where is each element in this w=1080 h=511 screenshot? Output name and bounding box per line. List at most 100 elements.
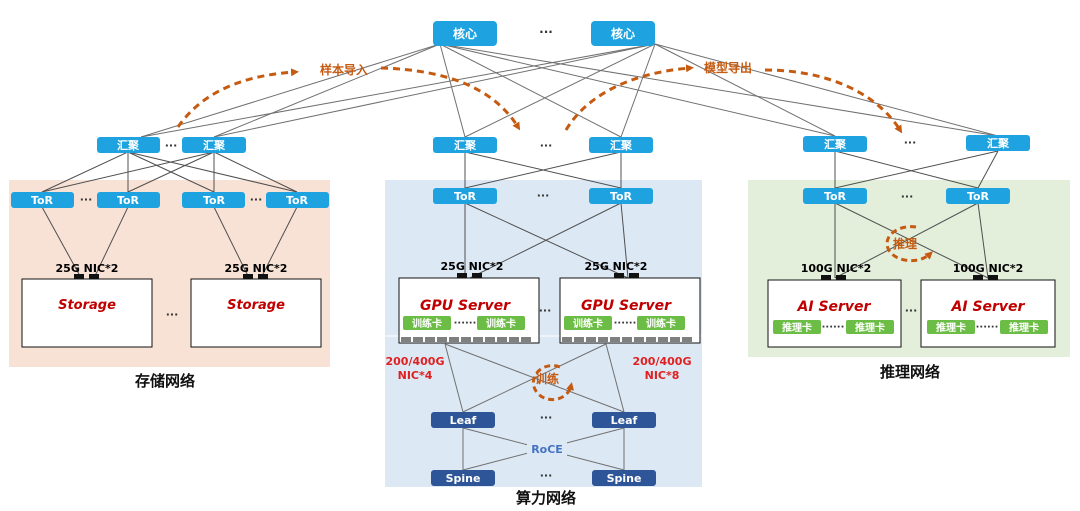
nic-port-icon bbox=[457, 273, 467, 278]
compute-tor-right bbox=[589, 188, 653, 204]
storage-tor-gap-1: ··· bbox=[80, 193, 93, 206]
import-arrow-left bbox=[176, 68, 299, 128]
nic-port-icon bbox=[74, 274, 84, 279]
inference-card-4 bbox=[1000, 320, 1048, 334]
inference-card-3-label: 推理卡 bbox=[936, 321, 966, 334]
compute-network-label: 算力网络 bbox=[516, 489, 576, 507]
ai-server-left bbox=[767, 279, 902, 348]
rdma-right-speed: 200/400G bbox=[633, 355, 692, 368]
spine-switch-right-label: Spine bbox=[607, 472, 642, 485]
inference-network: ToR ··· ToR 推理 100G NIC*2 100G NIC*2 AI … bbox=[767, 188, 1056, 381]
inference-card-3 bbox=[927, 320, 975, 334]
aggregation-switch-storage-left bbox=[97, 137, 160, 153]
aggregation-switch-inference-right bbox=[966, 135, 1030, 151]
aggregation-compute-gap: ··· bbox=[540, 139, 553, 152]
ai-server-gap: ··· bbox=[905, 304, 918, 317]
dashed-circular-arrow-icon bbox=[885, 225, 933, 263]
aggregation-storage-left-label: 汇聚 bbox=[117, 139, 140, 152]
storage-tor-1 bbox=[11, 192, 74, 208]
aggregation-switch-compute-left bbox=[433, 137, 497, 153]
inference-tor-right bbox=[946, 188, 1010, 204]
nic-port-icon bbox=[243, 274, 253, 279]
spine-switch-left bbox=[431, 470, 495, 486]
aggregation-inference-gap: ··· bbox=[904, 136, 917, 149]
leaf-gap: ··· bbox=[540, 411, 553, 424]
import-arrow-right bbox=[380, 66, 521, 131]
nic-port-icon bbox=[821, 275, 831, 280]
spine-gap: ··· bbox=[540, 469, 553, 482]
inference-card-gap-right: ······ bbox=[976, 322, 999, 333]
training-card-1 bbox=[403, 316, 451, 330]
gpu-server-left-title: GPU Server bbox=[420, 298, 511, 314]
storage-tor-4 bbox=[266, 192, 329, 208]
core-uplinks bbox=[140, 43, 999, 138]
inference-card-2-label: 推理卡 bbox=[855, 321, 885, 334]
inference-nic-right-label: 100G NIC*2 bbox=[953, 262, 1024, 275]
inference-tor-right-label: ToR bbox=[967, 190, 990, 203]
nic-port-icon bbox=[614, 273, 624, 278]
inference-network-label: 推理网络 bbox=[880, 363, 940, 381]
compute-nic-right-label: 25G NIC*2 bbox=[585, 260, 648, 273]
aggregation-switch-inference-left bbox=[803, 136, 867, 152]
storage-server-right bbox=[190, 278, 322, 348]
training-card-2-label: 训练卡 bbox=[486, 317, 516, 330]
leaf-switch-right-label: Leaf bbox=[611, 414, 638, 427]
storage-server-left bbox=[21, 278, 153, 348]
training-label: 训练 bbox=[535, 371, 559, 386]
storage-network: ToR ··· ToR ToR ··· ToR 25G NIC*2 25G NI… bbox=[11, 192, 329, 390]
storage-server-right-title: Storage bbox=[227, 298, 285, 313]
aggregation-storage-gap: ··· bbox=[165, 139, 178, 152]
nic-port-icon bbox=[988, 275, 998, 280]
nic-port-icon bbox=[89, 274, 99, 279]
training-card-1-label: 训练卡 bbox=[412, 317, 442, 330]
aggregation-compute-left-label: 汇聚 bbox=[454, 139, 477, 152]
storage-server-left-title: Storage bbox=[58, 298, 116, 313]
training-card-3-label: 训练卡 bbox=[573, 317, 603, 330]
core-gap: ··· bbox=[539, 25, 553, 39]
storage-tor-2-label: ToR bbox=[117, 194, 140, 207]
rdma-left-speed: 200/400G bbox=[386, 355, 445, 368]
ai-server-right bbox=[920, 279, 1056, 348]
leaf-switch-left bbox=[431, 412, 495, 428]
model-export-label: 模型导出 bbox=[704, 60, 752, 75]
rdma-left-count: NIC*4 bbox=[398, 369, 433, 382]
aggregation-inference-right-label: 汇聚 bbox=[987, 137, 1010, 150]
rdma-port-strip-right bbox=[562, 337, 692, 342]
training-card-2 bbox=[477, 316, 525, 330]
storage-nic-right-label: 25G NIC*2 bbox=[225, 262, 288, 275]
reasoning-label: 推理 bbox=[893, 236, 917, 251]
nic-port-icon bbox=[629, 273, 639, 278]
core-switch-left-label: 核心 bbox=[453, 26, 477, 41]
rdma-port-strip-left bbox=[401, 337, 531, 342]
core-switch-left bbox=[433, 21, 497, 46]
training-card-3 bbox=[564, 316, 612, 330]
gpu-server-right-title: GPU Server bbox=[581, 298, 672, 314]
compute-tor-right-label: ToR bbox=[610, 190, 633, 203]
sample-import-label: 样本导入 bbox=[320, 62, 368, 77]
compute-nic-left-label: 25G NIC*2 bbox=[441, 260, 504, 273]
storage-network-label: 存储网络 bbox=[135, 372, 195, 390]
aggregation-switch-storage-right bbox=[182, 137, 246, 153]
nic-port-icon bbox=[973, 275, 983, 280]
storage-tor-4-label: ToR bbox=[286, 194, 309, 207]
nic-port-icon bbox=[472, 273, 482, 278]
spine-switch-left-label: Spine bbox=[446, 472, 481, 485]
gpu-server-right bbox=[559, 277, 701, 344]
inference-tor-gap: ··· bbox=[901, 190, 914, 203]
training-card-gap-left: ······ bbox=[454, 318, 477, 329]
leaf-switch-right bbox=[592, 412, 656, 428]
aggregation-row: 汇聚 ··· 汇聚 汇聚 ··· 汇聚 汇聚 ··· 汇聚 bbox=[97, 135, 1030, 153]
inference-card-4-label: 推理卡 bbox=[1009, 321, 1039, 334]
inference-card-2 bbox=[846, 320, 894, 334]
inference-tor-left-label: ToR bbox=[824, 190, 847, 203]
aggregation-switch-compute-right bbox=[589, 137, 653, 153]
compute-tor-left-label: ToR bbox=[454, 190, 477, 203]
training-card-4 bbox=[637, 316, 685, 330]
aggregation-to-tor-links bbox=[41, 150, 999, 193]
inference-card-1-label: 推理卡 bbox=[782, 321, 812, 334]
export-arrow-left bbox=[564, 64, 694, 131]
aggregation-compute-right-label: 汇聚 bbox=[610, 139, 633, 152]
compute-network: ToR ··· ToR 25G NIC*2 25G NIC*2 GPU Serv… bbox=[386, 188, 701, 507]
rdma-right-count: NIC*8 bbox=[645, 369, 680, 382]
